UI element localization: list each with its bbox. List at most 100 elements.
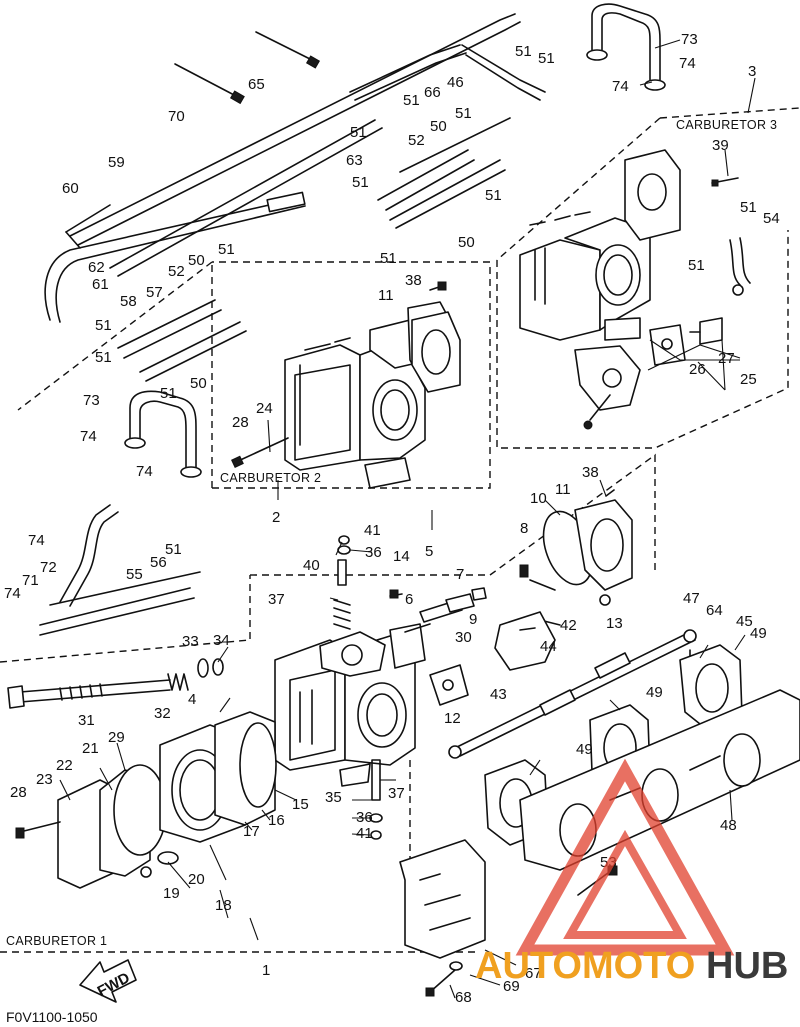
callout-28: 28 <box>232 414 249 431</box>
callout-19: 19 <box>163 885 180 902</box>
hose-52-50-left <box>117 299 247 382</box>
tie-strap-70 <box>174 63 245 105</box>
callout-49-2: 49 <box>646 684 663 701</box>
callout-20: 20 <box>188 871 205 888</box>
callout-28-2: 28 <box>10 784 27 801</box>
carburetor-2-boundary <box>17 261 491 489</box>
callout-74-5: 74 <box>28 532 45 549</box>
callout-66: 66 <box>424 84 441 101</box>
callout-17: 17 <box>243 823 260 840</box>
callout-51-11: 51 <box>95 349 112 366</box>
callout-74-2: 74 <box>612 78 629 95</box>
callout-51-7: 51 <box>485 187 502 204</box>
tie-strap-65 <box>255 31 321 69</box>
callout-49: 49 <box>750 625 767 642</box>
callout-36-2: 36 <box>356 809 373 826</box>
callout-60: 60 <box>62 180 79 197</box>
callout-35: 35 <box>325 789 342 806</box>
callout-42: 42 <box>560 617 577 634</box>
callout-47: 47 <box>683 590 700 607</box>
bracket-42-44 <box>429 611 556 706</box>
callout-37-2: 37 <box>388 785 405 802</box>
callout-74: 74 <box>679 55 696 72</box>
callout-63: 63 <box>346 152 363 169</box>
callout-23: 23 <box>36 771 53 788</box>
callout-16: 16 <box>268 812 285 829</box>
watermark-triangle <box>515 758 735 956</box>
callout-15: 15 <box>292 796 309 813</box>
callout-61: 61 <box>92 276 109 293</box>
callout-67: 67 <box>525 965 542 982</box>
callout-5: 5 <box>425 543 433 560</box>
callout-51-8: 51 <box>380 250 397 267</box>
link-rod-47 <box>448 629 697 759</box>
fuel-pump-10-13 <box>519 489 633 626</box>
callout-49-3: 49 <box>576 741 593 758</box>
callout-64: 64 <box>706 602 723 619</box>
callout-36: 36 <box>365 544 382 561</box>
group-ref-2: 2 <box>272 509 280 526</box>
callout-6: 6 <box>405 591 413 608</box>
callout-4: 4 <box>188 691 196 708</box>
callout-12: 12 <box>444 710 461 727</box>
callout-11: 11 <box>378 287 394 304</box>
callout-30: 30 <box>455 629 472 646</box>
callout-70: 70 <box>168 108 185 125</box>
callout-55: 55 <box>126 566 143 583</box>
carburetor-3-boundary <box>496 107 800 449</box>
hose-61-62 <box>44 191 306 323</box>
carburetor-2-label: CARBURETOR 2 <box>220 471 321 485</box>
callout-10: 10 <box>530 490 547 507</box>
needle-valve-5-9 <box>389 587 487 633</box>
carburetor-3-body <box>519 149 751 430</box>
callout-51-4: 51 <box>455 105 472 122</box>
hose-top-run <box>349 44 546 101</box>
hose-59 <box>65 13 521 249</box>
callout-51-10: 51 <box>95 317 112 334</box>
diagram-code: F0V1100-1050 <box>6 1009 98 1025</box>
callout-29: 29 <box>108 729 125 746</box>
callout-11-2: 11 <box>555 481 571 498</box>
spring-32 <box>167 673 189 691</box>
callout-41-2: 41 <box>356 825 373 842</box>
callout-74-3: 74 <box>80 428 97 445</box>
callout-40: 40 <box>303 557 320 574</box>
callout-51-14: 51 <box>740 199 757 216</box>
carburetor-1-body <box>274 623 426 787</box>
callout-14: 14 <box>393 548 410 565</box>
leader-lines <box>59 39 756 999</box>
callout-73: 73 <box>681 31 698 48</box>
callout-8: 8 <box>520 520 528 537</box>
callout-51-9: 51 <box>218 241 235 258</box>
cover-assembly-21-29 <box>15 711 277 889</box>
callout-59: 59 <box>108 154 125 171</box>
callout-27: 27 <box>718 350 735 367</box>
bracket-67-69 <box>399 839 486 997</box>
callout-45: 45 <box>736 613 753 630</box>
callout-74-6: 74 <box>4 585 21 602</box>
callout-69: 69 <box>503 978 520 995</box>
callout-50-3: 50 <box>188 252 205 269</box>
callout-50: 50 <box>430 118 447 135</box>
callout-26: 26 <box>689 361 706 378</box>
callout-50-2: 50 <box>458 234 475 251</box>
callout-51-2: 51 <box>538 50 555 67</box>
callout-58: 58 <box>120 293 137 310</box>
callout-43: 43 <box>490 686 507 703</box>
callout-31: 31 <box>78 712 95 729</box>
part-callouts: 4567891011111213141516171819202122232425… <box>4 31 780 1006</box>
hose-73-u-top <box>586 3 666 91</box>
callout-51: 51 <box>515 43 532 60</box>
callout-38-2: 38 <box>582 464 599 481</box>
callout-74-4: 74 <box>136 463 153 480</box>
callout-54: 54 <box>763 210 780 227</box>
callout-7: 7 <box>456 566 464 583</box>
callout-71: 71 <box>22 572 39 589</box>
callout-44: 44 <box>540 638 557 655</box>
callout-34: 34 <box>213 632 230 649</box>
callout-41: 41 <box>364 522 381 539</box>
callout-62: 62 <box>88 259 105 276</box>
throttle-screw-31 <box>7 679 171 709</box>
callout-48: 48 <box>720 817 737 834</box>
callout-73-2: 73 <box>83 392 100 409</box>
